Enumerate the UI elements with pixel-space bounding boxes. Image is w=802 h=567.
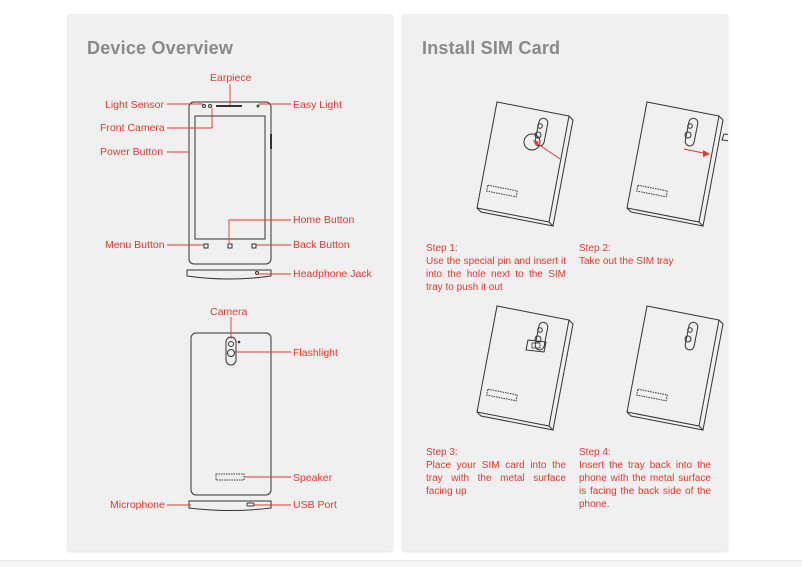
step1-pin-arrow — [534, 141, 561, 160]
step2-phone-illustration — [626, 101, 724, 227]
label-usb-port: USB Port — [293, 499, 337, 511]
label-menu-button: Menu Button — [105, 239, 165, 251]
step-3-caption: Step 3: — [426, 447, 458, 458]
label-headphone-jack: Headphone Jack — [293, 268, 372, 280]
label-light-sensor: Light Sensor — [105, 99, 164, 111]
step-4: Step 4: Insert the tray back into the ph… — [579, 446, 711, 511]
label-speaker: Speaker — [293, 472, 333, 484]
step3-sim-tray — [525, 339, 547, 353]
sim-step-illustrations — [476, 101, 728, 431]
back-phone-edge — [188, 500, 272, 511]
step-2-caption: Step 2: — [579, 243, 611, 254]
label-power-button: Power Button — [100, 146, 164, 158]
step-3-text: Place your SIM card into the tray with t… — [426, 460, 566, 497]
step-1: Step 1: Use the special pin and insert i… — [426, 242, 566, 294]
phone-diagrams — [167, 84, 291, 511]
install-sim-title: Install SIM Card — [422, 38, 561, 58]
light-sensor-dot — [202, 104, 206, 108]
step1-phone-illustration — [476, 101, 574, 227]
step-4-caption: Step 4: — [579, 447, 611, 458]
step-4-text: Insert the tray back into the phone with… — [579, 460, 711, 510]
back-phone-body — [190, 332, 272, 496]
front-phone-screen — [194, 115, 266, 240]
front-camera-dot — [208, 104, 212, 108]
step-2-text: Take out the SIM tray — [579, 256, 674, 267]
label-home-button: Home Button — [293, 214, 355, 226]
label-back-button: Back Button — [293, 239, 350, 251]
step-3: Step 3: Place your SIM card into the tra… — [426, 446, 566, 498]
label-earpiece: Earpiece — [210, 72, 252, 84]
install-sim-panel: Install SIM Card S — [402, 14, 728, 551]
step3-phone-illustration — [476, 305, 574, 431]
step-1-caption: Step 1: — [426, 243, 458, 254]
front-phone-body — [188, 101, 272, 265]
step2-sim-tray — [721, 133, 728, 142]
speaker-grille — [215, 473, 245, 481]
front-phone-edge — [186, 269, 272, 280]
device-overview-title: Device Overview — [87, 38, 234, 58]
step-1-text: Use the special pin and insert it into t… — [426, 256, 566, 293]
step4-phone-illustration — [626, 305, 724, 431]
label-camera: Camera — [210, 306, 248, 318]
label-microphone: Microphone — [110, 499, 165, 511]
label-easy-light: Easy Light — [293, 99, 343, 111]
step-2: Step 2: Take out the SIM tray — [579, 242, 715, 268]
device-overview-panel: Device Overview — [67, 14, 393, 551]
step1-pinhole-highlight — [523, 133, 541, 151]
label-front-camera: Front Camera — [100, 122, 165, 134]
page-footer-divider — [0, 560, 802, 567]
label-flashlight: Flashlight — [293, 347, 338, 359]
